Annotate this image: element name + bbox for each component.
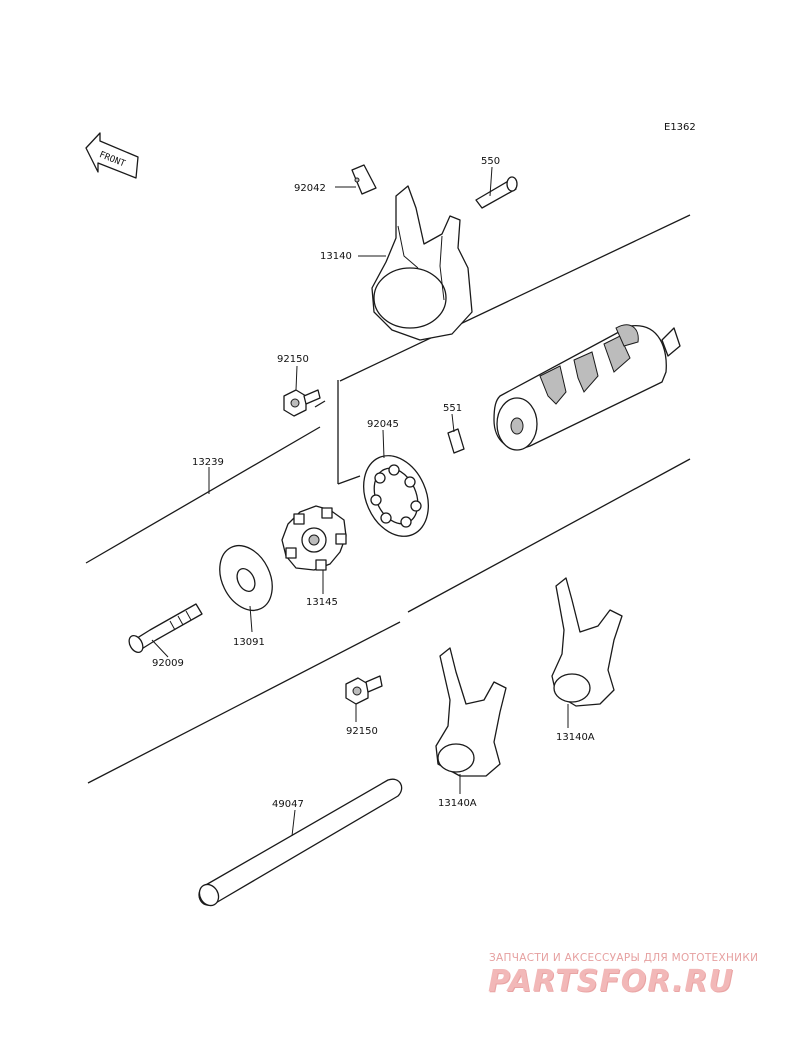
label-13145: 13145 bbox=[306, 597, 338, 608]
part-13140A-fork-right bbox=[551, 577, 623, 707]
label-551: 551 bbox=[443, 403, 462, 414]
watermark-logo: PARTSFOR.RU bbox=[488, 964, 734, 999]
part-92009-bolt bbox=[128, 603, 203, 654]
part-92045-bearing bbox=[363, 455, 429, 537]
label-92042: 92042 bbox=[294, 183, 326, 194]
label-92009: 92009 bbox=[152, 658, 184, 669]
label-13140: 13140 bbox=[320, 251, 352, 262]
label-13239: 13239 bbox=[192, 457, 224, 468]
label-92150-bottom: 92150 bbox=[346, 726, 378, 737]
label-49047: 49047 bbox=[272, 799, 304, 810]
diagram-code: E1362 bbox=[664, 122, 696, 133]
part-13145-star-cam bbox=[281, 505, 347, 571]
part-92150-bolt-bottom bbox=[345, 675, 383, 705]
part-13140-fork bbox=[371, 185, 473, 341]
label-13140A-right: 13140A bbox=[556, 732, 595, 743]
reference-lines bbox=[85, 214, 691, 784]
part-shift-drum bbox=[493, 324, 681, 451]
part-13140A-fork-left bbox=[435, 647, 507, 777]
part-labels: 92042 550 13140 92150 92045 551 13239 13… bbox=[152, 156, 595, 810]
part-92150-bolt-top bbox=[283, 389, 321, 417]
part-49047-shaft bbox=[198, 778, 403, 907]
label-92150-top: 92150 bbox=[277, 354, 309, 365]
label-13140A-left: 13140A bbox=[438, 798, 477, 809]
part-551-pin bbox=[447, 428, 465, 454]
label-92045: 92045 bbox=[367, 419, 399, 430]
label-13091: 13091 bbox=[233, 637, 265, 648]
watermark-tagline: ЗАПЧАСТИ И АКСЕССУАРЫ ДЛЯ МОТОТЕХНИКИ bbox=[489, 952, 759, 964]
part-13091-plate bbox=[219, 545, 273, 611]
part-92042-pin bbox=[351, 164, 377, 195]
front-arrow-icon: FRONT bbox=[85, 132, 139, 179]
label-550: 550 bbox=[481, 156, 500, 167]
part-550-pin bbox=[475, 176, 518, 209]
leader-lines bbox=[151, 166, 569, 837]
